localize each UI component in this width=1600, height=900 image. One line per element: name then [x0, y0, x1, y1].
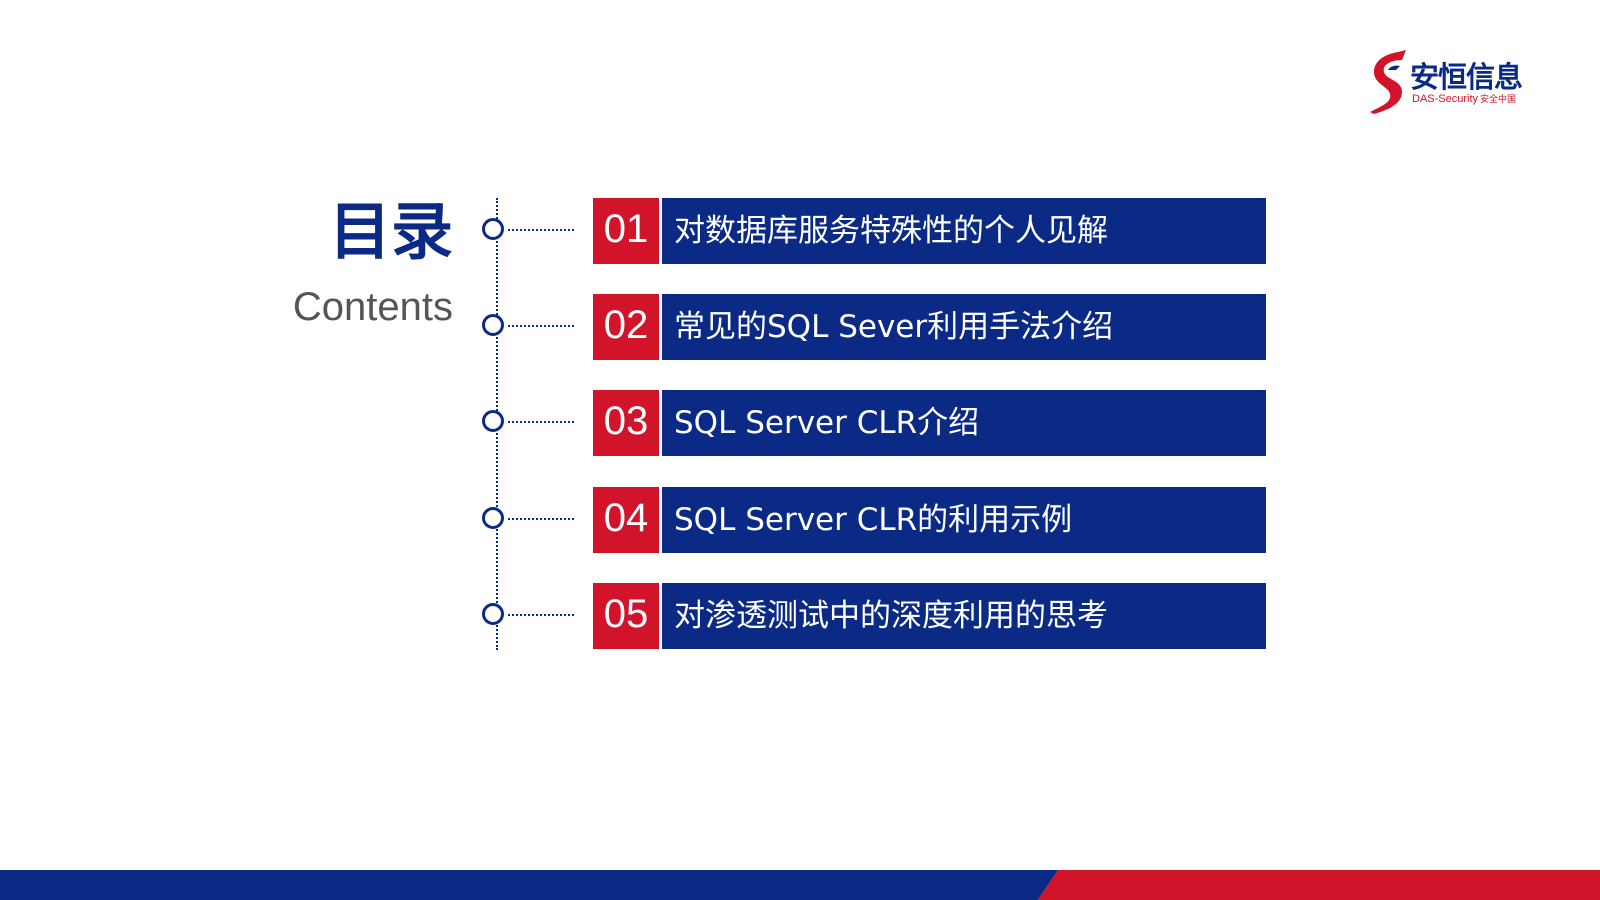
page-subtitle: Contents: [292, 285, 453, 329]
timeline-connector: [508, 229, 574, 231]
toc-item-number: 05: [593, 583, 659, 649]
timeline-node-icon: [482, 218, 504, 240]
timeline-connector: [508, 518, 574, 520]
timeline-connector: [508, 614, 574, 616]
toc-item-label: 对数据库服务特殊性的个人见解: [662, 198, 1266, 264]
toc-item-04[interactable]: 04 SQL Server CLR的利用示例: [482, 487, 1266, 553]
toc-item-label: 常见的SQL Sever利用手法介绍: [662, 294, 1266, 360]
das-security-logo-icon: [1370, 50, 1406, 114]
timeline-node-icon: [482, 603, 504, 625]
toc-item-05[interactable]: 05 对渗透测试中的深度利用的思考: [482, 583, 1266, 649]
page-title: 目录: [328, 195, 453, 268]
toc-item-number: 04: [593, 487, 659, 553]
timeline-node-icon: [482, 410, 504, 432]
toc-item-number: 03: [593, 390, 659, 456]
toc-item-number: 01: [593, 198, 659, 264]
toc-item-02[interactable]: 02 常见的SQL Sever利用手法介绍: [482, 294, 1266, 360]
timeline-connector: [508, 421, 574, 423]
timeline-node-icon: [482, 314, 504, 336]
toc-item-03[interactable]: 03 SQL Server CLR介绍: [482, 390, 1266, 456]
logo-slogan: 安全中国: [1480, 94, 1517, 104]
toc-item-label: 对渗透测试中的深度利用的思考: [662, 583, 1266, 649]
timeline-node-icon: [482, 507, 504, 529]
toc-item-label: SQL Server CLR介绍: [662, 390, 1266, 456]
toc-item-label: SQL Server CLR的利用示例: [662, 487, 1266, 553]
logo-chinese-name: 安恒信息: [1410, 60, 1523, 94]
toc-item-number: 02: [593, 294, 659, 360]
timeline-connector: [508, 325, 574, 327]
logo-english-name: DAS-Security: [1412, 93, 1479, 105]
bottom-decorative-band: [0, 870, 1600, 900]
toc-item-01[interactable]: 01 对数据库服务特殊性的个人见解: [482, 198, 1266, 264]
